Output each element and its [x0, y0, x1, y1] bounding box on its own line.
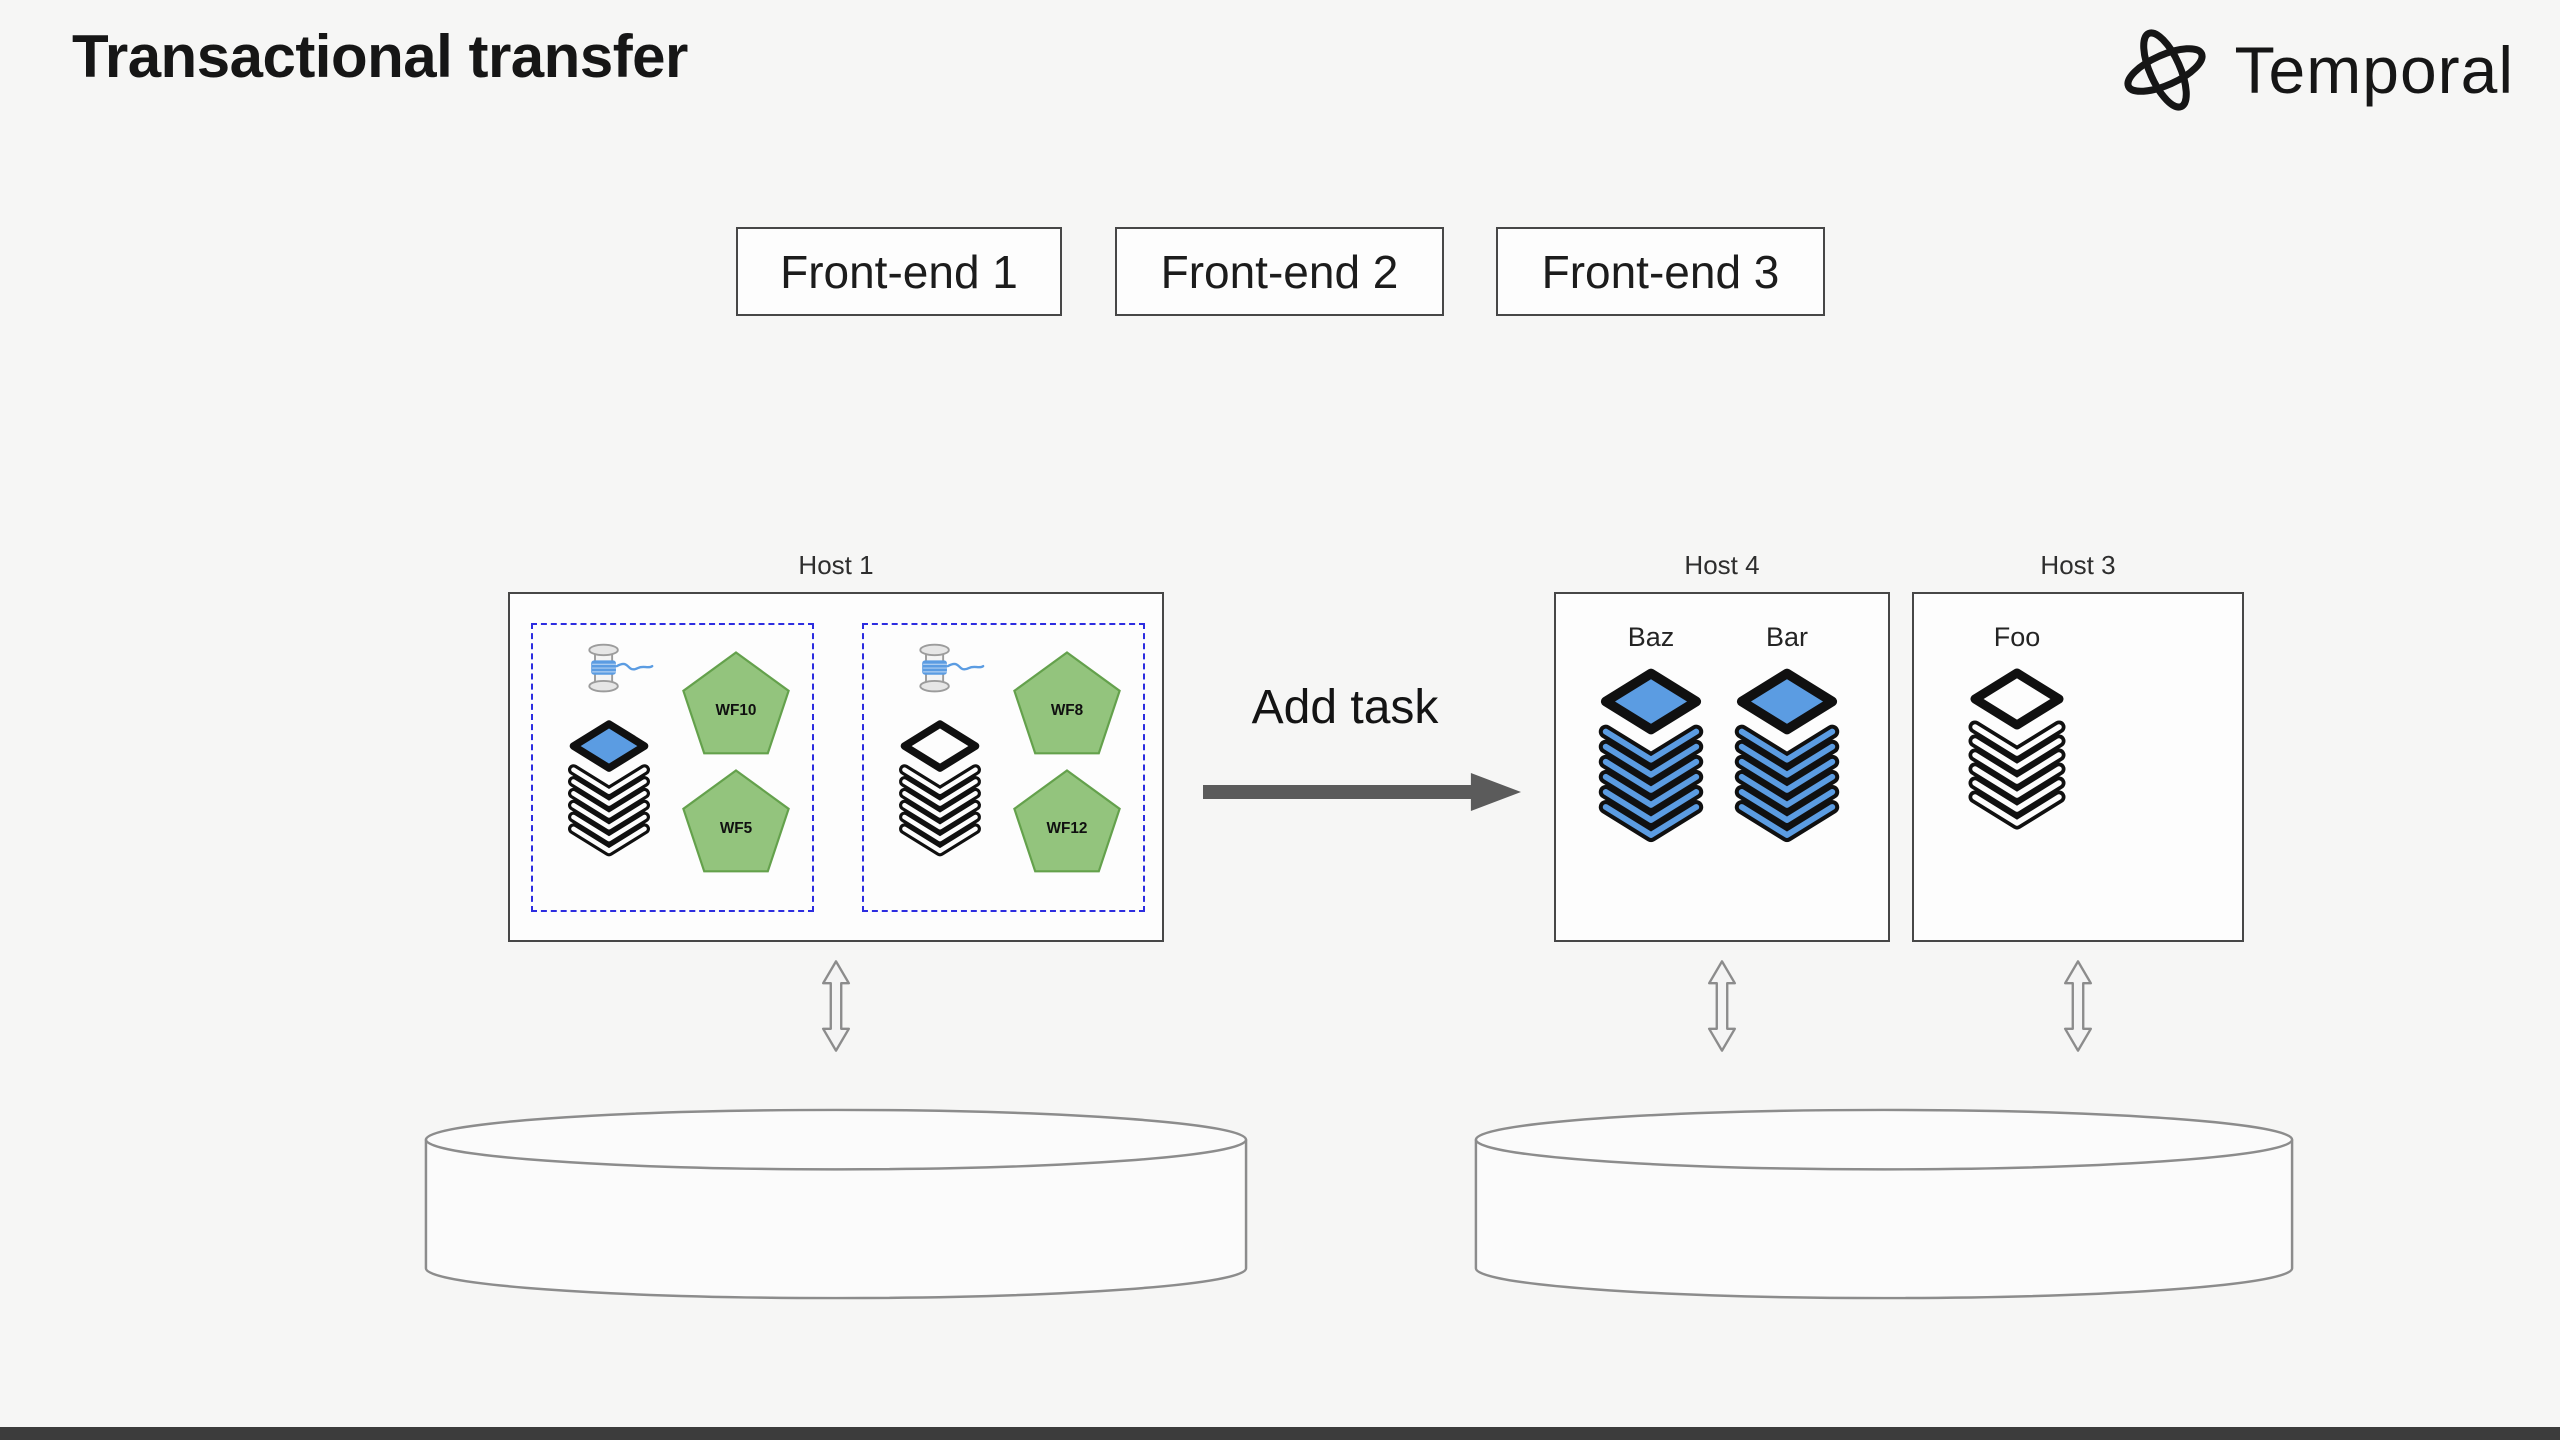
queue-bar-label: Bar: [1765, 622, 1809, 652]
host4-label: Host 4: [1684, 550, 1760, 580]
frontend-1-box: Front-end 1: [736, 227, 1062, 316]
frontend-2-label: Front-end 2: [1160, 245, 1399, 298]
temporal-logo-icon: [2123, 29, 2206, 111]
add-task-arrow-icon: [1203, 773, 1521, 811]
queue-bar: Bar: [1712, 622, 1862, 848]
page-title: Transactional transfer: [72, 23, 688, 90]
frontend-3-label: Front-end 3: [1541, 245, 1780, 298]
host3-box: Foo: [1912, 592, 2244, 942]
task-queue-stack-icon-blue-top: [565, 720, 653, 861]
task-queue-stack-icon-blue: [1731, 668, 1843, 848]
workflow-label: WF8: [1051, 702, 1084, 719]
queue-baz: Baz: [1576, 622, 1726, 848]
task-queue-stack-icon-plain: [1965, 668, 2069, 835]
host1-box: WF10 WF5: [508, 592, 1164, 942]
frontend-2-box: Front-end 2: [1115, 227, 1444, 316]
workflow-pentagon-icon: WF12: [1013, 769, 1121, 873]
bottom-bar: [0, 1427, 2560, 1440]
thread-spool-icon: [588, 643, 654, 693]
workflow-pentagon-icon: WF10: [682, 651, 790, 755]
frontend-3-box: Front-end 3: [1496, 227, 1825, 316]
host1-worker-slot-2: WF8 WF12: [862, 623, 1145, 912]
workflow-label: WF12: [1047, 820, 1088, 837]
database-cylinder-icon: [1474, 1108, 2294, 1300]
thread-spool-icon: [919, 643, 985, 693]
database-cylinder-icon: [424, 1108, 1248, 1300]
add-task-label: Add task: [1251, 681, 1439, 734]
workflow-pentagon-icon: WF8: [1013, 651, 1121, 755]
host3-label: Host 3: [2040, 550, 2116, 580]
host1-worker-slot-1: WF10 WF5: [531, 623, 814, 912]
queue-baz-label: Baz: [1627, 622, 1675, 652]
temporal-brand: Temporal: [2115, 18, 2514, 122]
task-queue-stack-icon-plain: [896, 720, 984, 861]
workflow-pentagon-icon: WF5: [682, 769, 790, 873]
brand-wordmark: Temporal: [2234, 33, 2514, 107]
task-queue-stack-icon-blue: [1595, 668, 1707, 848]
workflow-label: WF10: [716, 702, 757, 719]
host1-label: Host 1: [798, 550, 874, 580]
host4-box: Baz Bar: [1554, 592, 1890, 942]
workflow-label: WF5: [720, 820, 753, 837]
queue-foo: Foo: [1942, 622, 2092, 835]
frontend-1-label: Front-end 1: [780, 245, 1018, 298]
double-vertical-arrow-icon: [821, 960, 851, 1052]
queue-foo-label: Foo: [1993, 622, 2041, 652]
double-vertical-arrow-icon: [1707, 960, 1737, 1052]
double-vertical-arrow-icon: [2063, 960, 2093, 1052]
